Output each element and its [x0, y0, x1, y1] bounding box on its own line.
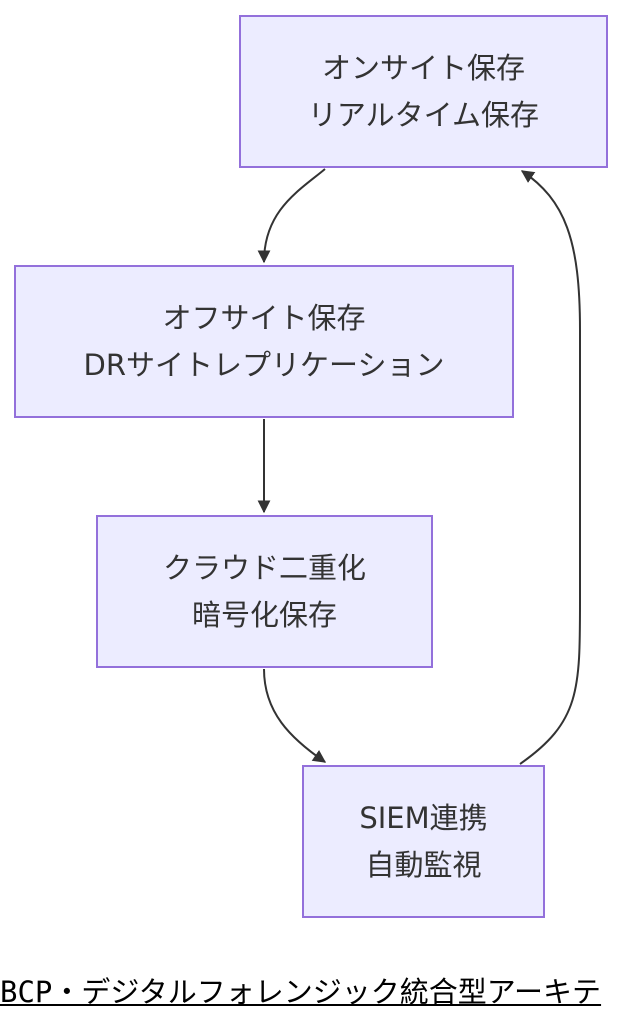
- node-onsite-line1: オンサイト保存: [321, 50, 525, 85]
- diagram-caption: BCP・デジタルフォレンジック統合型アーキテ: [0, 975, 602, 1009]
- node-siem-integration: SIEM連携 自動監視: [302, 765, 545, 918]
- node-siem-line2: 自動監視: [365, 847, 482, 882]
- node-cloud-line2: 暗号化保存: [191, 597, 337, 632]
- node-offsite-line1: オフサイト保存: [162, 300, 366, 335]
- node-onsite-storage: オンサイト保存 リアルタイム保存: [239, 15, 608, 168]
- edge-siem-to-onsite: [519, 170, 581, 765]
- node-cloud-redundancy: クラウド二重化 暗号化保存: [96, 515, 433, 668]
- node-offsite-storage: オフサイト保存 DRサイトレプリケーション: [14, 265, 514, 418]
- node-onsite-line2: リアルタイム保存: [307, 97, 540, 132]
- edge-cloud-to-siem: [263, 668, 327, 763]
- node-siem-line1: SIEM連携: [359, 800, 488, 835]
- node-cloud-line1: クラウド二重化: [162, 550, 366, 585]
- node-offsite-line2: DRサイトレプリケーション: [83, 347, 445, 382]
- edge-onsite-to-offsite: [257, 168, 326, 264]
